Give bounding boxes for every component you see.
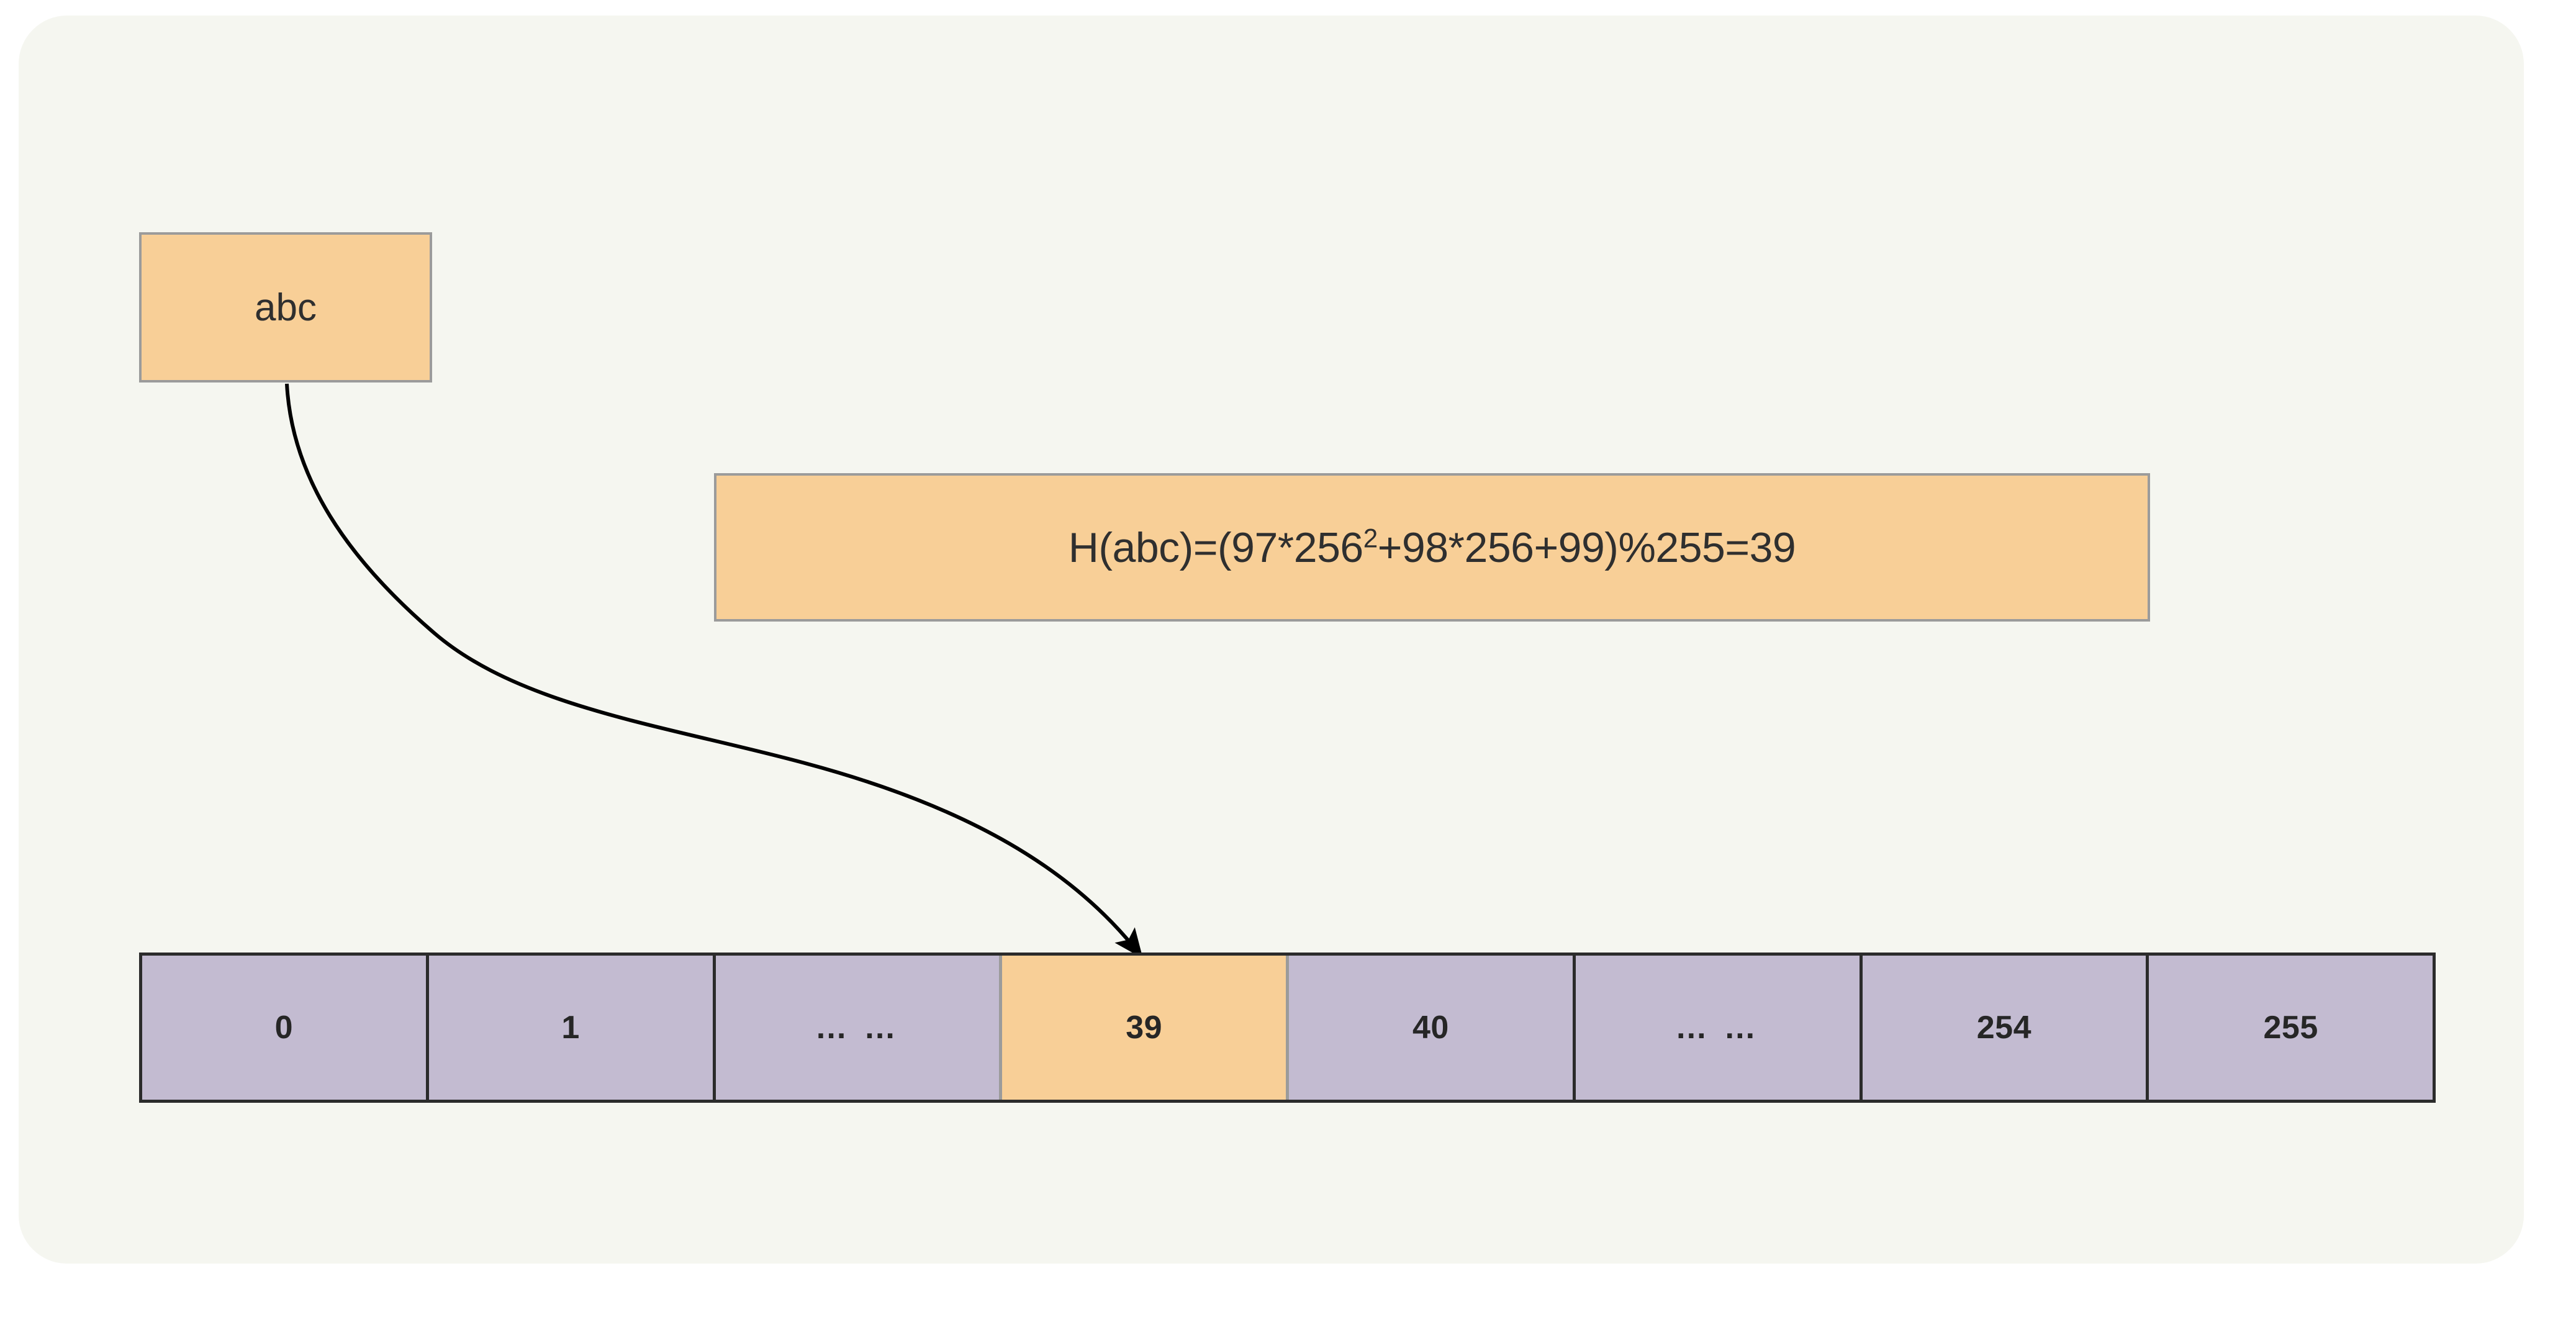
bucket-cell-label: … …	[1674, 1010, 1760, 1046]
bucket-cell-label: 1	[561, 1010, 580, 1046]
bucket-cell-255[interactable]: 255	[2149, 956, 2433, 1100]
bucket-cell-[interactable]: … …	[1575, 956, 1863, 1100]
bucket-cell-label: 254	[1976, 1010, 2031, 1046]
bucket-cell-label: 40	[1412, 1010, 1449, 1046]
input-key-box[interactable]: abc	[139, 232, 432, 382]
hash-formula-text: H(abc)=(97*2562+98*256+99)%255=39	[1069, 523, 1796, 572]
bucket-cell-label: 0	[274, 1010, 294, 1046]
bucket-cell-label: … …	[815, 1010, 900, 1046]
bucket-cell-label: 39	[1126, 1010, 1163, 1046]
bucket-cell-39[interactable]: 39	[1002, 956, 1289, 1100]
bucket-cell-label: 255	[2263, 1010, 2318, 1046]
bucket-cell-[interactable]: … …	[715, 956, 1003, 1100]
hash-formula-box[interactable]: H(abc)=(97*2562+98*256+99)%255=39	[714, 473, 2150, 622]
hash-formula-exponent: 2	[1363, 523, 1378, 553]
bucket-cell-254[interactable]: 254	[1862, 956, 2149, 1100]
bucket-cell-0[interactable]: 0	[142, 956, 429, 1100]
hash-formula-prefix: H(abc)=(97*256	[1068, 523, 1363, 571]
bucket-cell-40[interactable]: 40	[1289, 956, 1576, 1100]
hash-formula-suffix: +98*256+99)%255=39	[1377, 523, 1796, 571]
bucket-cell-1[interactable]: 1	[428, 956, 716, 1100]
hash-bucket-array: 0 1 … … 39 40 … … 254 255	[139, 953, 2436, 1103]
input-key-label: abc	[255, 286, 317, 329]
